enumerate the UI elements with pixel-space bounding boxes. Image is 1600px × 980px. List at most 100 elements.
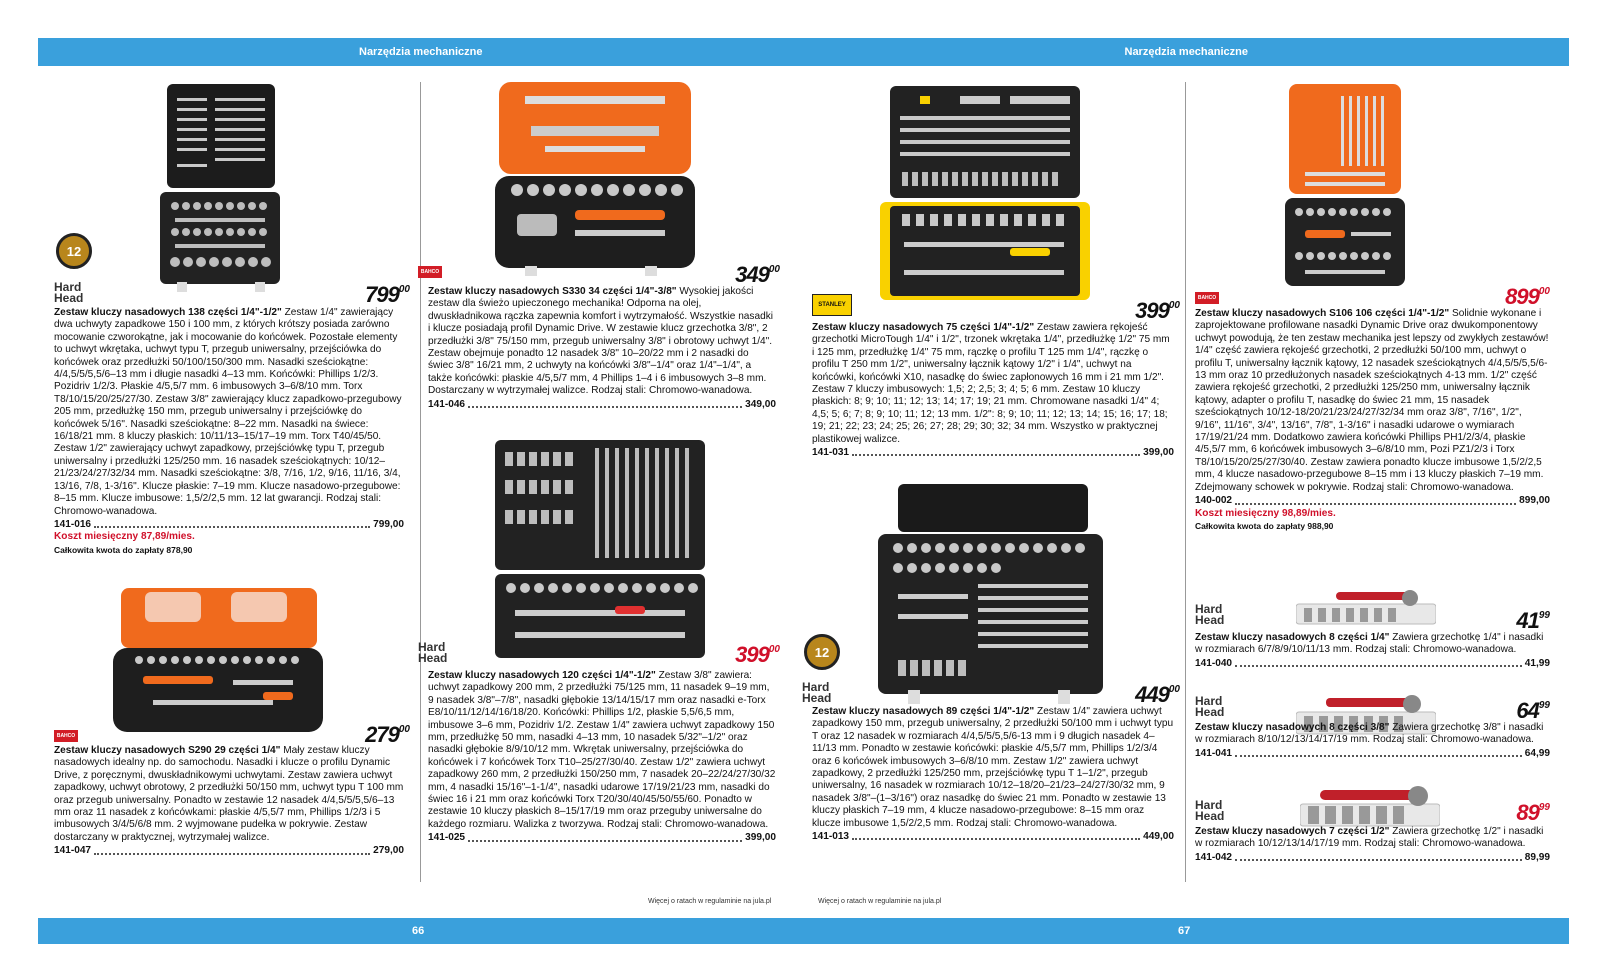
footer-bar <box>38 918 1569 944</box>
product-price: 899,00 <box>1519 495 1550 507</box>
price-cents: 00 <box>1168 300 1180 311</box>
section-title-left: Narzędzia mechaniczne <box>359 46 483 58</box>
product-price: 41,99 <box>1524 657 1550 669</box>
product-code: 141-041 <box>1195 747 1233 759</box>
product-title: Zestaw kluczy nasadowych S330 34 części … <box>428 286 677 297</box>
installment-note: Więcej o ratach w regulaminie na jula.pl <box>648 898 772 905</box>
bahco-logo: BAHCO <box>1195 292 1219 304</box>
product-image-s290-case <box>113 588 323 732</box>
price-main: 349 <box>735 262 770 287</box>
product-141-042: Zestaw kluczy nasadowych 7 części 1/2" Z… <box>1195 826 1550 864</box>
price-main: 799 <box>365 282 400 307</box>
product-140-002: Zestaw kluczy nasadowych S106 106 części… <box>1195 308 1550 532</box>
price-tag-140-002: 89900 <box>1470 284 1550 310</box>
product-description: Wysokiej jakości zestaw dla świeżo upiec… <box>428 286 773 397</box>
price-cents: 99 <box>1538 802 1550 813</box>
hardhead-logo: Hard Head <box>1195 798 1225 823</box>
product-title: Zestaw kluczy nasadowych 8 części 1/4" <box>1195 632 1390 643</box>
product-price: 399,00 <box>745 832 776 844</box>
product-code: 141-040 <box>1195 657 1233 669</box>
price-main: 399 <box>735 642 770 667</box>
product-title: Zestaw kluczy nasadowych 8 części 3/8" <box>1195 722 1390 733</box>
product-image-89-case <box>878 484 1103 704</box>
product-image-ratchet-set-8-three-eighths <box>1296 695 1436 735</box>
bahco-logo: BAHCO <box>54 730 78 742</box>
price-tag-141-046: 34900 <box>700 262 780 288</box>
product-141-040: Zestaw kluczy nasadowych 8 części 1/4" Z… <box>1195 632 1550 670</box>
product-title: Zestaw kluczy nasadowych 120 części 1/4"… <box>428 670 656 681</box>
price-tag-141-040: 4199 <box>1480 608 1550 634</box>
product-image-s330-case <box>495 82 695 276</box>
badge-text: 12 <box>814 644 830 660</box>
page-number-left: 66 <box>412 925 425 937</box>
product-image-138-case <box>160 84 280 292</box>
price-cents: 99 <box>1538 610 1550 621</box>
badge-text: 12 <box>66 243 82 259</box>
column-divider <box>1185 82 1186 882</box>
product-price: 64,99 <box>1524 747 1550 759</box>
section-title-right: Narzędzia mechaniczne <box>1124 46 1249 58</box>
installment-note: Więcej o ratach w regulaminie na jula.pl <box>818 898 942 905</box>
hardhead-logo: Hard Head <box>1195 694 1225 719</box>
hardhead-logo: Hard Head <box>54 280 84 305</box>
product-description: Zestaw 1/4" zawiera uchwyt zapadkowy 150… <box>812 706 1174 829</box>
product-price: 89,99 <box>1524 851 1550 863</box>
product-description: Zestaw 1/4" zawierający dwa uchwyty zapa… <box>54 307 402 517</box>
stanley-logo: STANLEY <box>812 294 852 316</box>
price-cents: 99 <box>1538 700 1550 711</box>
price-tag-141-047: 27900 <box>330 722 410 748</box>
bahco-logo: BAHCO <box>418 266 442 278</box>
product-title: Zestaw kluczy nasadowych S290 29 części … <box>54 745 281 756</box>
total-amount: Całkowita kwota do zapłaty 988,90 <box>1195 520 1334 531</box>
product-description: Zawiera grzechotkę 3/8" i nasadki w rozm… <box>1195 722 1544 746</box>
price-main: 64 <box>1516 698 1540 723</box>
product-141-013: Zestaw kluczy nasadowych 89 części 1/4"-… <box>812 706 1174 843</box>
price-main: 41 <box>1516 608 1540 633</box>
product-description: Zawiera grzechotkę 1/4" i nasadki w rozm… <box>1195 632 1544 656</box>
product-image-ratchet-set-7-half <box>1300 786 1440 827</box>
product-title: Zestaw kluczy nasadowych 138 części 1/4"… <box>54 307 282 318</box>
product-price: 399,00 <box>1143 447 1174 459</box>
price-tag-141-042: 8999 <box>1480 800 1550 826</box>
hardhead-logo: Hard Head <box>1195 602 1225 627</box>
product-description: Zawiera grzechotkę 1/2" i nasadki w rozm… <box>1195 826 1544 850</box>
price-main: 399 <box>1135 298 1170 323</box>
monthly-cost: Koszt miesięczny 98,89/mies. <box>1195 507 1336 519</box>
price-main: 899 <box>1505 284 1540 309</box>
monthly-cost: Koszt miesięczny 87,89/mies. <box>54 531 195 543</box>
price-tag-141-013: 44900 <box>1100 682 1180 708</box>
price-main: 279 <box>365 722 400 747</box>
product-141-041: Zestaw kluczy nasadowych 8 części 3/8" Z… <box>1195 722 1550 760</box>
total-amount: Całkowita kwota do zapłaty 878,90 <box>54 544 193 555</box>
column-divider <box>420 82 421 882</box>
price-main: 89 <box>1516 800 1540 825</box>
product-image-120-case <box>495 440 705 658</box>
product-code: 141-031 <box>812 447 850 459</box>
section-header-bar: Narzędzia mechaniczne Narzędzia mechanic… <box>38 38 1569 66</box>
product-code: 140-002 <box>1195 495 1233 507</box>
product-price: 349,00 <box>745 398 776 410</box>
product-141-025: Zestaw kluczy nasadowych 120 części 1/4"… <box>428 670 776 845</box>
hardhead-logo: Hard Head <box>802 680 832 705</box>
price-tag-141-031: 39900 <box>1100 298 1180 324</box>
product-code: 141-025 <box>428 832 466 844</box>
price-tag-141-025: 39900 <box>700 642 780 668</box>
product-141-016: Zestaw kluczy nasadowych 138 części 1/4"… <box>54 307 404 556</box>
product-description: Solidnie wykonane i zaprojektowane profi… <box>1195 308 1549 493</box>
product-title: Zestaw kluczy nasadowych S106 106 części… <box>1195 308 1450 319</box>
product-code: 141-016 <box>54 518 92 530</box>
product-description: Mały zestaw kluczy nasadowych idealny np… <box>54 745 404 843</box>
product-description: Zestaw 3/8" zawiera: uchwyt zapadkowy 20… <box>428 670 776 830</box>
product-title: Zestaw kluczy nasadowych 89 części 1/4"-… <box>812 706 1035 717</box>
product-141-046: Zestaw kluczy nasadowych S330 34 części … <box>428 286 776 411</box>
price-tag-141-041: 6499 <box>1480 698 1550 724</box>
product-price: 279,00 <box>373 845 404 857</box>
price-main: 449 <box>1135 682 1170 707</box>
product-141-031: Zestaw kluczy nasadowych 75 części 1/4"-… <box>812 322 1174 459</box>
product-description: Zestaw zawiera rękojeść grzechotki Micro… <box>812 322 1170 445</box>
hardhead-logo: Hard Head <box>418 640 448 665</box>
price-tag-141-016: 79900 <box>330 282 410 308</box>
product-title: Zestaw kluczy nasadowych 75 części 1/4"-… <box>812 322 1035 333</box>
product-code: 141-013 <box>812 831 850 843</box>
page-number-right: 67 <box>1178 925 1191 937</box>
